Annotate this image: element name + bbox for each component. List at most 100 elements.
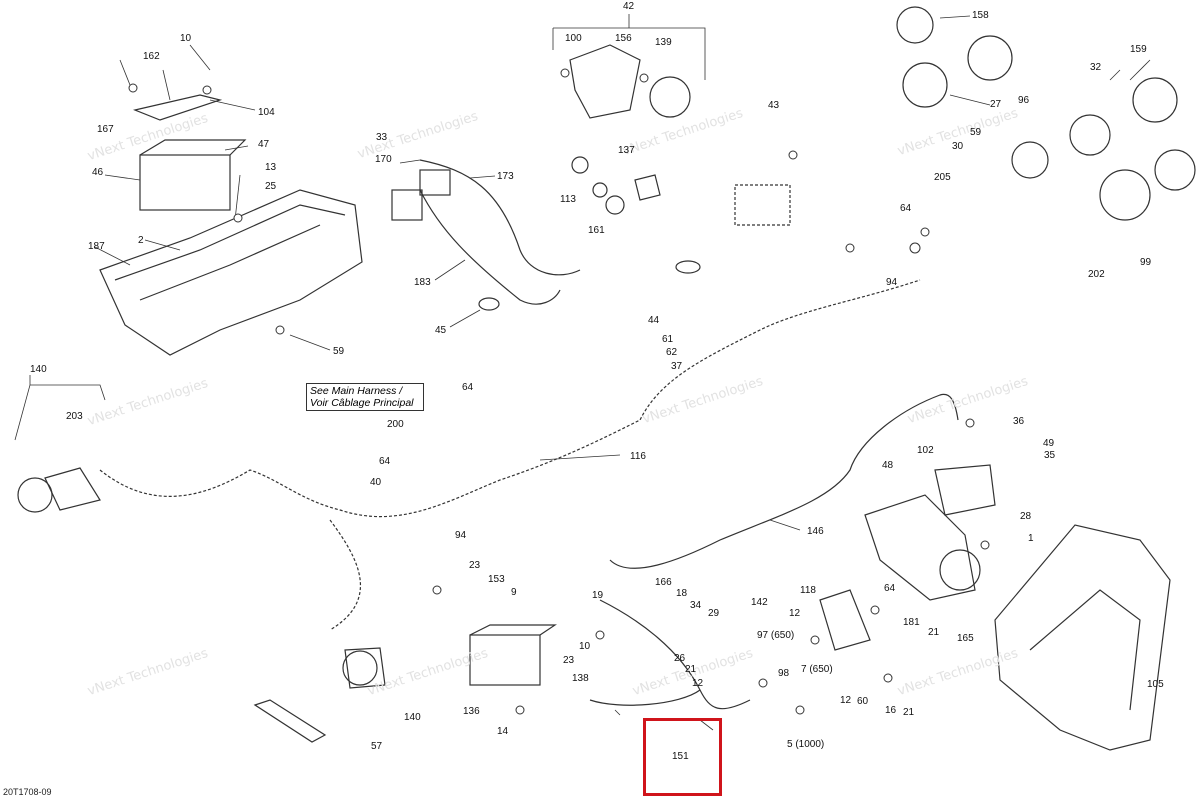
callout: 16 bbox=[885, 705, 897, 716]
callout: 5 (1000) bbox=[787, 739, 825, 750]
callout: 13 bbox=[265, 162, 277, 173]
callout: 21 bbox=[903, 707, 915, 718]
callout: 205 bbox=[934, 172, 951, 183]
callout: 23 bbox=[469, 560, 481, 571]
callout: 10 bbox=[180, 33, 192, 44]
callout: 21 bbox=[928, 627, 940, 638]
callout: 9 bbox=[511, 587, 517, 598]
callout: 2 bbox=[138, 235, 144, 246]
callout: 138 bbox=[572, 673, 589, 684]
callout: 14 bbox=[497, 726, 509, 737]
callout: 64 bbox=[462, 382, 474, 393]
callout: 183 bbox=[414, 277, 431, 288]
battery bbox=[139, 154, 231, 211]
callout: 162 bbox=[143, 51, 160, 62]
callout: 21 bbox=[685, 664, 697, 675]
callout: 181 bbox=[903, 617, 920, 628]
callout: 1 bbox=[1028, 533, 1034, 544]
main-harness-note: See Main Harness / Voir Câblage Principa… bbox=[306, 383, 424, 411]
callout: 44 bbox=[648, 315, 660, 326]
callout: 46 bbox=[92, 167, 104, 178]
callout: 139 bbox=[655, 37, 672, 48]
callout: 64 bbox=[379, 456, 391, 467]
callout: 99 bbox=[1140, 257, 1152, 268]
callout: 48 bbox=[882, 460, 894, 471]
callout: 159 bbox=[1130, 44, 1147, 55]
callout: 28 bbox=[1020, 511, 1032, 522]
callout: 12 bbox=[692, 678, 704, 689]
callout: 100 bbox=[565, 33, 582, 44]
callout: 37 bbox=[671, 361, 683, 372]
callout: 30 bbox=[952, 141, 964, 152]
callout: 62 bbox=[666, 347, 678, 358]
callout: 12 bbox=[789, 608, 801, 619]
callout: 137 bbox=[618, 145, 635, 156]
callout: 105 bbox=[1147, 679, 1164, 690]
callout: 140 bbox=[30, 364, 47, 375]
regulator bbox=[469, 634, 541, 686]
callout: 61 bbox=[662, 334, 674, 345]
callout: 36 bbox=[1013, 416, 1025, 427]
callout: 173 bbox=[497, 171, 514, 182]
callout: 140 bbox=[404, 712, 421, 723]
callout: 203 bbox=[66, 411, 83, 422]
callout: 97 (650) bbox=[757, 630, 795, 641]
callout: 187 bbox=[88, 241, 105, 252]
callout: 136 bbox=[463, 706, 480, 717]
callout: 158 bbox=[972, 10, 989, 21]
highlight-box bbox=[643, 718, 722, 796]
callout: 19 bbox=[592, 590, 604, 601]
callout: 45 bbox=[435, 325, 447, 336]
callout: 34 bbox=[690, 600, 702, 611]
callout: 12 bbox=[840, 695, 852, 706]
callout: 47 bbox=[258, 139, 270, 150]
callout: 94 bbox=[455, 530, 467, 541]
battery-tray bbox=[99, 189, 363, 356]
callout: 142 bbox=[751, 597, 768, 608]
callout: 98 bbox=[778, 668, 790, 679]
starter-motor bbox=[864, 494, 976, 601]
callout: 7 (650) bbox=[801, 664, 833, 675]
frame-105 bbox=[994, 524, 1171, 751]
callout: 59 bbox=[333, 346, 345, 357]
callout: 64 bbox=[900, 203, 912, 214]
callout: 94 bbox=[886, 277, 898, 288]
callout: 113 bbox=[560, 194, 576, 205]
callout: 156 bbox=[615, 33, 632, 44]
callout: 200 bbox=[387, 419, 404, 430]
callout: 64 bbox=[884, 583, 896, 594]
wire-harness-173 bbox=[419, 159, 581, 276]
callout: 167 bbox=[97, 124, 114, 135]
diagram-code: 20T1708-09 bbox=[3, 787, 52, 797]
callout: 153 bbox=[488, 574, 505, 585]
bracket bbox=[132, 94, 223, 121]
callout: 165 bbox=[957, 633, 974, 644]
callout: 18 bbox=[676, 588, 688, 599]
callout: 43 bbox=[768, 100, 780, 111]
callout: 49 bbox=[1043, 438, 1055, 449]
callout: 170 bbox=[375, 154, 392, 165]
callout: 27 bbox=[990, 99, 1002, 110]
callout: 146 bbox=[807, 526, 824, 537]
callout: 25 bbox=[265, 181, 277, 192]
callout: 10 bbox=[579, 641, 591, 652]
cable-146 bbox=[609, 393, 959, 569]
callout: 29 bbox=[708, 608, 720, 619]
callout: 57 bbox=[371, 741, 383, 752]
callout: 102 bbox=[917, 445, 934, 456]
callout: 166 bbox=[655, 577, 672, 588]
headlight-left bbox=[17, 477, 53, 513]
callout: 35 bbox=[1044, 450, 1056, 461]
callout: 23 bbox=[563, 655, 575, 666]
callout: 161 bbox=[588, 225, 605, 236]
callout: 32 bbox=[1090, 62, 1102, 73]
callout: 42 bbox=[623, 1, 635, 12]
callout: 26 bbox=[674, 653, 686, 664]
callout: 118 bbox=[800, 585, 816, 596]
callout: 33 bbox=[376, 132, 388, 143]
callout: 116 bbox=[630, 451, 646, 462]
callout: 40 bbox=[370, 477, 382, 488]
callout: 104 bbox=[258, 107, 275, 118]
callout: 151 bbox=[672, 751, 689, 762]
